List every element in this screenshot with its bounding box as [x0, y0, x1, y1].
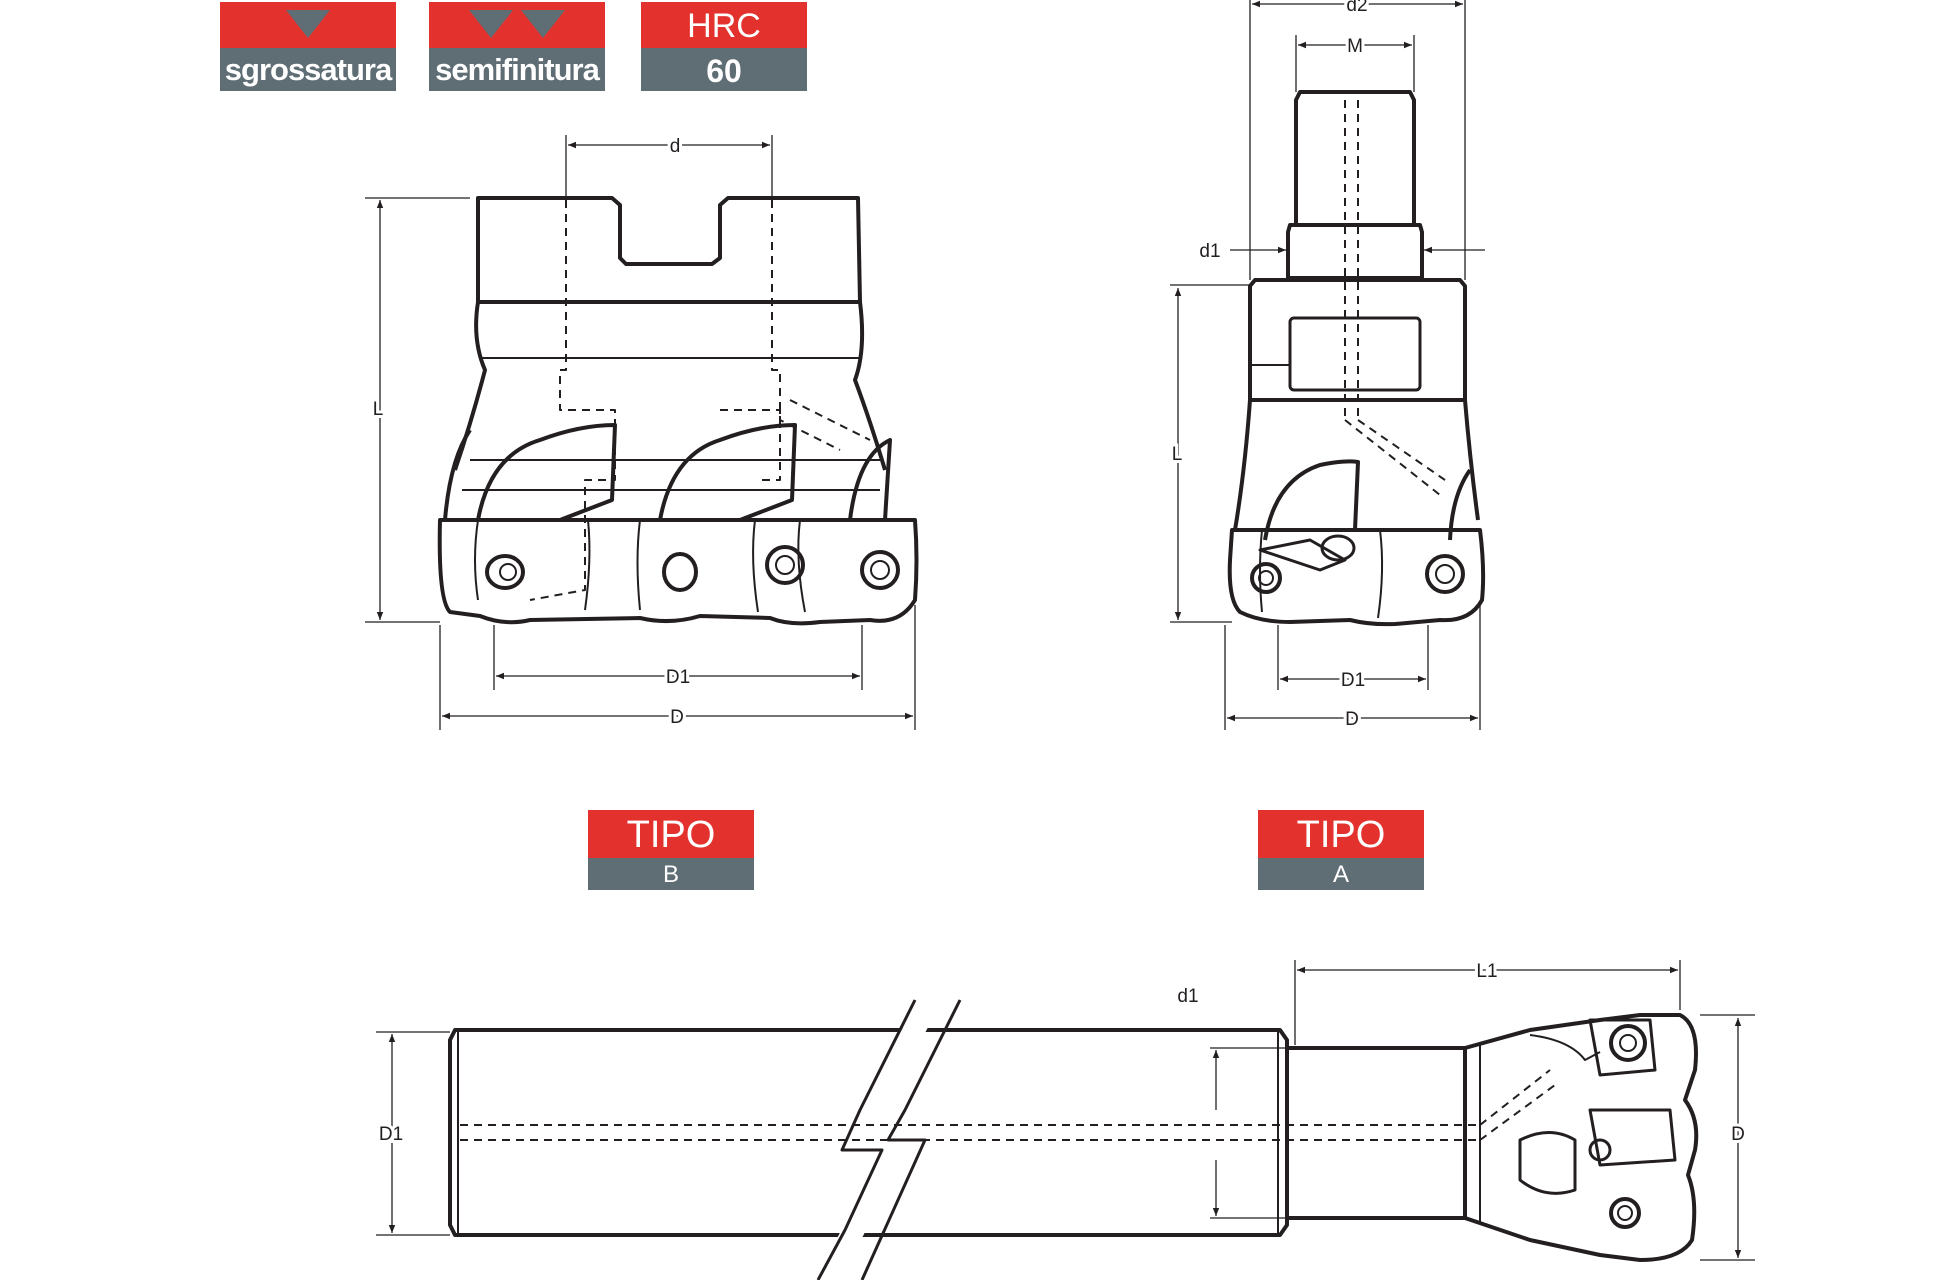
dim-label-l1: L1 — [1476, 961, 1497, 982]
dimensions-tipo-a — [1170, 0, 1485, 730]
dim-label-d1-upper: D1 — [379, 1124, 403, 1145]
dim-label-d-outer: D — [1345, 709, 1359, 730]
cutter-tipo-a — [1227, 90, 1486, 627]
dim-label-d2: d2 — [1346, 0, 1367, 16]
badge-hrc-value: 60 — [641, 48, 807, 91]
cutter-shank — [448, 994, 1699, 1280]
dim-label-d: d — [670, 136, 681, 157]
badge-tipo-b-value: B — [588, 858, 754, 890]
badge-tipo-a: TIPO A — [1258, 810, 1424, 890]
triangle-icon — [286, 10, 330, 38]
dimensions-shank — [376, 960, 1755, 1261]
badge-sgrossatura: sgrossatura — [220, 2, 396, 91]
dimensions-tipo-b — [365, 135, 916, 730]
badge-sgrossatura-label: sgrossatura — [220, 48, 396, 91]
dim-label-d1-lower: D1 — [1341, 670, 1365, 691]
badge-tipo-b: TIPO B — [588, 810, 754, 890]
badge-hrc: HRC 60 — [641, 2, 807, 91]
dim-label-d-outer: D — [670, 707, 684, 728]
badge-semifinitura-label: semifinitura — [429, 48, 605, 91]
dim-label-l: L — [1172, 444, 1183, 465]
badge-tipo-a-value: A — [1258, 858, 1424, 890]
cutter-tipo-b — [437, 196, 919, 626]
dim-label-d-outer: D — [1731, 1124, 1745, 1145]
triangle-icon — [469, 10, 513, 38]
badge-hrc-title: HRC — [641, 2, 807, 48]
triangle-icon — [521, 10, 565, 38]
dim-label-d1: d1 — [1199, 241, 1220, 262]
badge-tipo-a-title: TIPO — [1258, 810, 1424, 858]
dim-label-d1: D1 — [666, 667, 690, 688]
dim-label-d1: d1 — [1177, 986, 1198, 1007]
dim-label-m: M — [1347, 36, 1363, 57]
badge-tipo-b-title: TIPO — [588, 810, 754, 858]
dim-label-l: L — [373, 399, 384, 420]
badge-semifinitura: semifinitura — [429, 2, 605, 91]
